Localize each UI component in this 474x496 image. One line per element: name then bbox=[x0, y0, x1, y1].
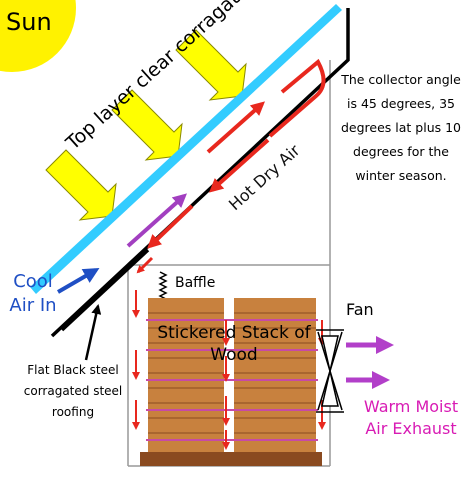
hot-air-inlet-arrow bbox=[136, 256, 154, 274]
fan-icon bbox=[316, 329, 344, 413]
baffle-label: Baffle bbox=[175, 275, 216, 291]
kiln-floor bbox=[140, 452, 322, 466]
exhaust-label: Warm Moist Air Exhaust bbox=[363, 397, 459, 438]
sun-ray-arrow-icon bbox=[175, 29, 247, 101]
hot-air-down-arrow bbox=[209, 138, 270, 193]
hot-air-down-arrow-2 bbox=[147, 204, 194, 249]
warm-air-up-arrow bbox=[126, 193, 187, 248]
clear-roofing bbox=[30, 4, 342, 294]
wood-stack-label: Stickered Stack of Wood bbox=[157, 323, 311, 365]
cool-air-label: Cool Air In bbox=[9, 271, 57, 316]
sun-rays bbox=[45, 29, 247, 221]
steel-roofing-pointer bbox=[84, 304, 102, 361]
sun-icon bbox=[0, 0, 76, 72]
sun-ray-arrow-icon bbox=[45, 149, 117, 221]
hot-air-arrow bbox=[206, 101, 265, 154]
cool-air-arrow bbox=[56, 267, 100, 294]
collector-angle-note: The collector angle is 45 degrees, 35 de… bbox=[340, 72, 462, 183]
hot-air-return-arrow bbox=[268, 58, 326, 138]
steel-roofing-label: Flat Black steel corragated steel roofin… bbox=[23, 363, 123, 419]
fan-label: Fan bbox=[346, 300, 374, 319]
sun-label: Sun bbox=[6, 8, 52, 36]
black-steel-roofing-inner bbox=[60, 248, 150, 332]
sun-ray-arrow-icon bbox=[111, 89, 183, 161]
baffle-icon bbox=[158, 271, 168, 300]
wood-stack bbox=[146, 298, 318, 452]
